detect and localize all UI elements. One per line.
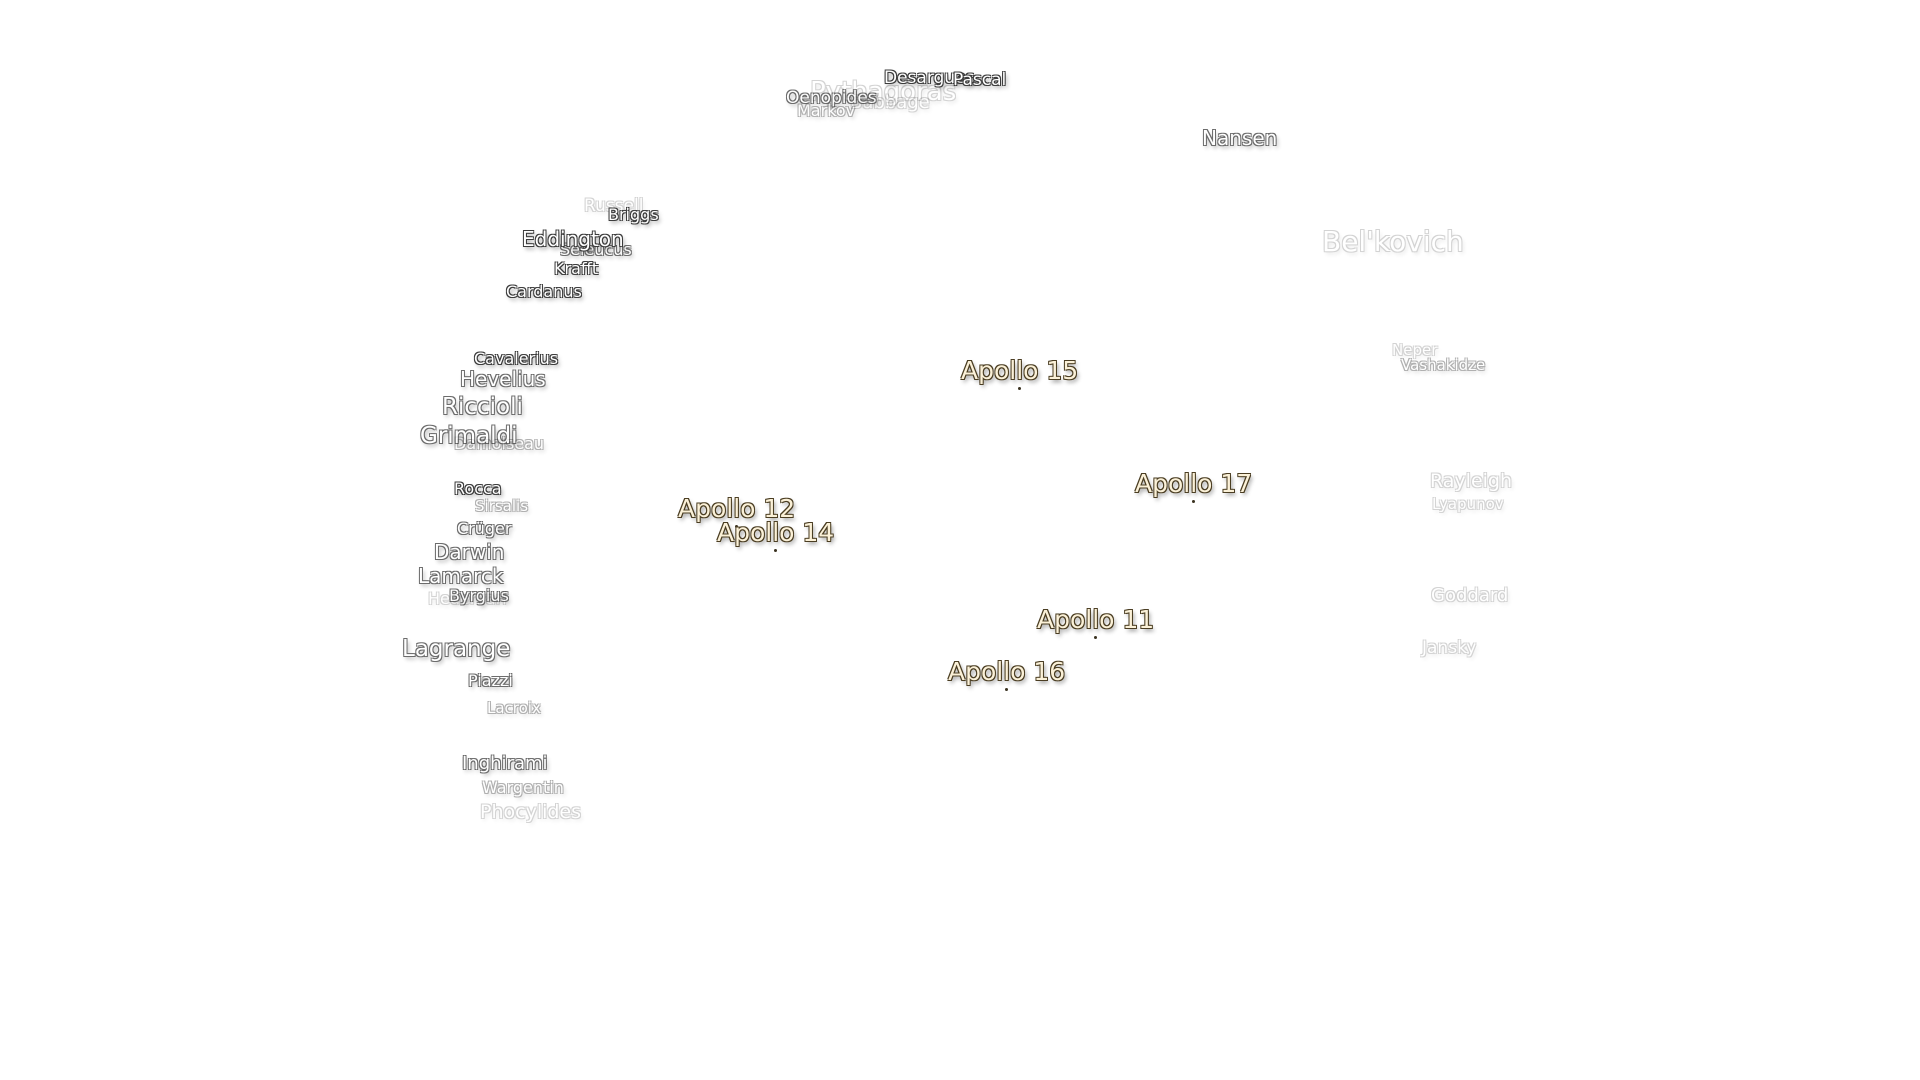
crater-label-byrgius[interactable]: Byrgius: [449, 586, 509, 605]
crater-label-hevelius[interactable]: Hevelius: [460, 367, 546, 391]
crater-label-cavalerius[interactable]: Cavalerius: [474, 349, 559, 368]
crater-label-krafft[interactable]: Krafft: [554, 259, 599, 278]
crater-label-oenopides[interactable]: Oenopides: [786, 88, 877, 108]
crater-label-russell[interactable]: Russell: [584, 196, 644, 216]
crater-label-briggs[interactable]: Briggs: [608, 205, 659, 224]
crater-label-phocylides[interactable]: Phocylides: [480, 801, 582, 823]
landing-site-marker-apollo-16: [1005, 688, 1008, 691]
crater-label-hedervari[interactable]: Hedervari: [428, 589, 507, 608]
landing-site-label-apollo-11[interactable]: Apollo 11: [1037, 605, 1155, 634]
landing-site-marker-apollo-17: [1192, 500, 1195, 503]
landing-site-marker-apollo-14: [774, 549, 777, 552]
crater-label-eddington[interactable]: Eddington: [522, 227, 624, 251]
landing-site-marker-apollo-15: [1018, 387, 1021, 390]
crater-label-lacroix[interactable]: Lacroix: [487, 699, 541, 717]
crater-label-grimaldi[interactable]: Grimaldi: [420, 423, 518, 449]
crater-label-inghirami[interactable]: Inghirami: [462, 753, 548, 774]
crater-label-pythagoras[interactable]: Pythagoras: [810, 77, 957, 107]
crater-label-lamarck[interactable]: Lamarck: [418, 564, 504, 588]
crater-label-lyapunov[interactable]: Lyapunov: [1432, 495, 1504, 513]
landing-site-label-apollo-16[interactable]: Apollo 16: [948, 657, 1066, 686]
crater-label-pascal[interactable]: Pascal: [953, 70, 1007, 90]
crater-label-neper[interactable]: Neper: [1392, 341, 1438, 359]
crater-label-lagrange[interactable]: Lagrange: [402, 636, 511, 662]
crater-label-cardanus[interactable]: Cardanus: [506, 282, 582, 301]
crater-label-belkovich[interactable]: Bel'kovich: [1322, 225, 1464, 258]
crater-label-sirsalis[interactable]: Sirsalis: [475, 497, 529, 515]
crater-label-vashakidze[interactable]: Vashakidze: [1401, 356, 1486, 374]
crater-label-cruger[interactable]: Crüger: [457, 519, 512, 538]
landing-site-label-apollo-15[interactable]: Apollo 15: [961, 356, 1079, 385]
landing-site-label-apollo-12[interactable]: Apollo 12: [678, 494, 796, 523]
landing-site-label-apollo-14[interactable]: Apollo 14: [717, 518, 835, 547]
crater-label-wargentin[interactable]: Wargentin: [482, 778, 564, 797]
crater-label-markov[interactable]: Markov: [797, 101, 856, 120]
crater-label-damoiseau[interactable]: Damoiseau: [454, 434, 545, 453]
landing-site-marker-apollo-12: [735, 525, 738, 528]
crater-label-goddard[interactable]: Goddard: [1431, 585, 1509, 606]
crater-label-seleucus[interactable]: Seleucus: [560, 240, 632, 259]
crater-label-darwin[interactable]: Darwin: [434, 540, 505, 564]
crater-label-nansen[interactable]: Nansen: [1202, 126, 1278, 150]
landing-site-label-apollo-17[interactable]: Apollo 17: [1135, 469, 1253, 498]
crater-label-jansky[interactable]: Jansky: [1422, 638, 1477, 658]
crater-label-riccioli[interactable]: Riccioli: [442, 394, 523, 420]
crater-label-rocca[interactable]: Rocca: [454, 479, 502, 498]
crater-label-rayleigh[interactable]: Rayleigh: [1430, 470, 1513, 492]
crater-label-desargues[interactable]: Desargues: [884, 68, 975, 88]
crater-label-piazzi[interactable]: Piazzi: [468, 671, 513, 690]
landing-site-marker-apollo-11: [1094, 636, 1097, 639]
crater-label-babbage[interactable]: Babbage: [850, 92, 930, 113]
